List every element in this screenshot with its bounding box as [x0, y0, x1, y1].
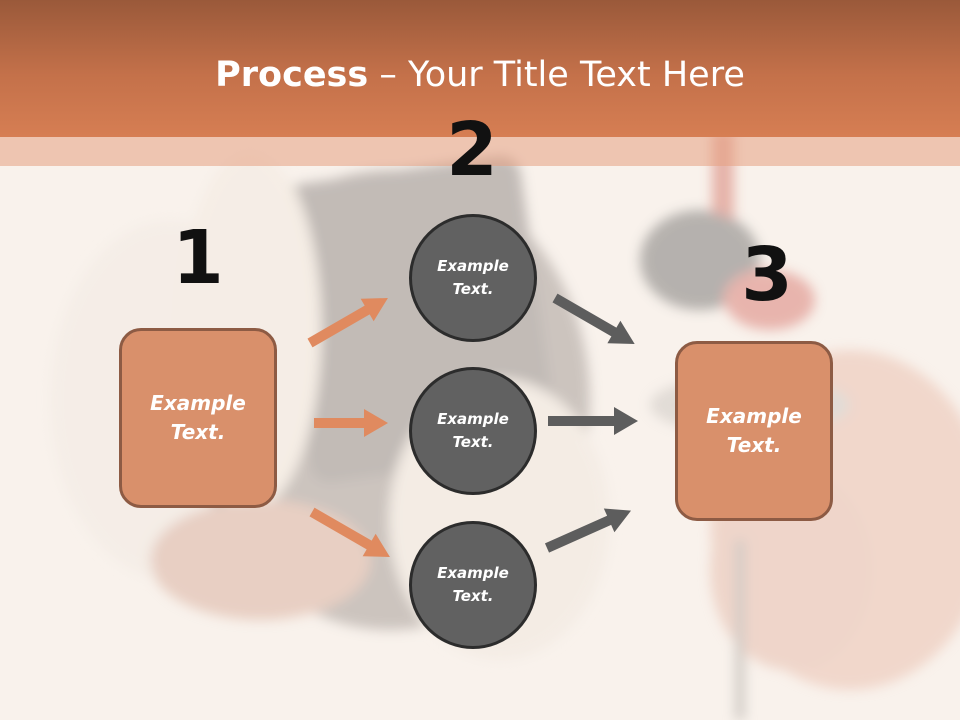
circle-bottom-label: Example Text. — [437, 564, 509, 605]
title-bold: Process — [215, 55, 369, 95]
step-2-circle-bottom[interactable]: Example Text. — [409, 521, 537, 649]
arrow-1-to-2a — [307, 298, 388, 348]
title-rest: – Your Title Text Here — [368, 55, 745, 95]
arrow-2b-to-3 — [548, 407, 638, 435]
circle-top-label: Example Text. — [437, 257, 509, 298]
title-bar-band — [0, 137, 960, 166]
step-number-3: 3 — [741, 232, 793, 318]
gray-arrows — [544, 293, 638, 553]
step-1-label: Example Text. — [150, 391, 246, 444]
circle-middle-label: Example Text. — [437, 410, 509, 451]
orange-arrows — [307, 298, 390, 557]
arrow-1-to-2c — [309, 507, 390, 557]
step-2-circle-top[interactable]: Example Text. — [409, 214, 537, 342]
title-bar — [0, 0, 960, 137]
step-3-box[interactable]: Example Text. — [675, 341, 833, 521]
step-number-2: 2 — [446, 107, 498, 193]
step-number-1: 1 — [172, 215, 224, 301]
arrow-2c-to-3 — [544, 508, 632, 553]
step-2-circle-middle[interactable]: Example Text. — [409, 367, 537, 495]
step-1-box[interactable]: Example Text. — [119, 328, 277, 508]
arrow-1-to-2b — [314, 409, 388, 437]
step-3-label: Example Text. — [706, 404, 802, 457]
arrow-2a-to-3 — [552, 293, 635, 344]
slide-title: Process – Your Title Text Here — [0, 52, 960, 98]
